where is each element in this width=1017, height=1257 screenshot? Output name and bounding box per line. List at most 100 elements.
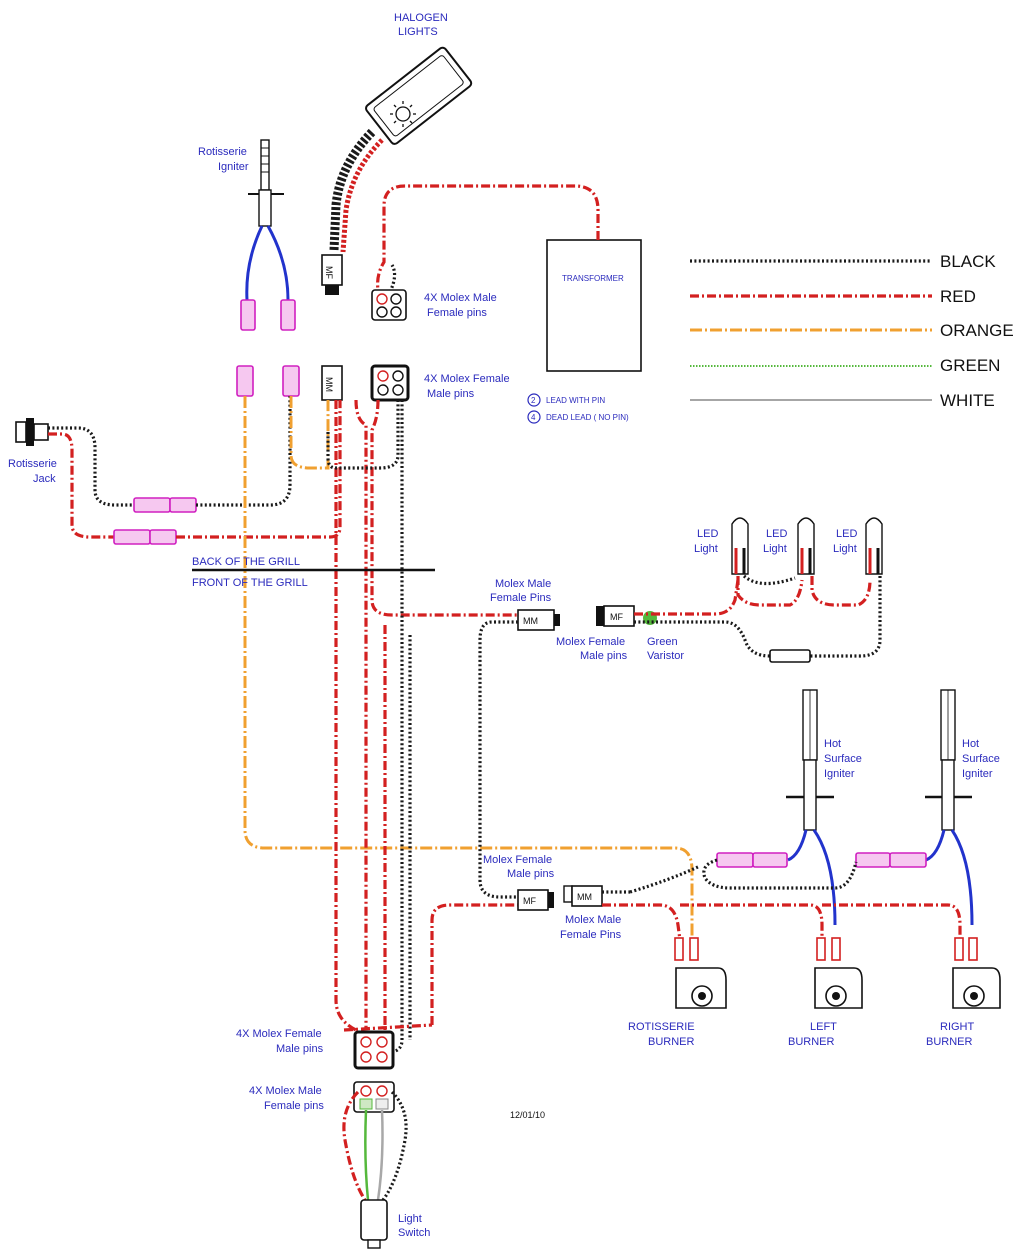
molex-bottom-female-male <box>353 1030 395 1070</box>
molex-low-mm <box>571 885 603 907</box>
wire-jack-red-up <box>176 400 342 539</box>
varistor-label-1: Green <box>647 636 678 648</box>
legend: BLACK RED ORANGE GREEN WHITE <box>690 252 1014 410</box>
led3-label-2: Light <box>833 543 857 555</box>
led2-label-1: LED <box>766 528 787 540</box>
legend-black: BLACK <box>940 252 996 271</box>
right-burner <box>952 937 1001 1009</box>
molex-low-mm-plug <box>563 885 573 903</box>
led2-bulb <box>797 517 815 575</box>
wire-varistor-red <box>634 579 740 616</box>
trunk-red-1 <box>334 400 366 1040</box>
molex-top-male-female <box>371 289 407 321</box>
rot-jack-label-1: Rotisserie <box>8 458 57 470</box>
molex-mid-mf-tag: MF <box>610 612 623 622</box>
molex-top-fm-label-1: 4X Molex Female <box>424 373 510 385</box>
halogen-bundle-black <box>329 128 376 251</box>
left-burner-label-1: LEFT <box>810 1021 837 1033</box>
rot-jack-label-2: Jack <box>33 473 56 485</box>
lead-with-pin-label: LEAD WITH PIN <box>546 396 605 405</box>
sun-icon <box>390 101 416 127</box>
molex-bottom-mf-label-1: 4X Molex Male <box>249 1085 322 1097</box>
halogen-label-1: HALOGEN <box>394 12 448 24</box>
trunk-black-1 <box>391 400 404 1054</box>
rotisserie-burner <box>674 937 727 1009</box>
led1-bulb <box>731 517 749 575</box>
molex-low-mf-label-2: Female Pins <box>560 929 622 941</box>
left-burner-label-2: BURNER <box>788 1036 835 1048</box>
halogen-mf-plug <box>325 285 339 295</box>
wire-red-burners-left <box>430 903 520 1025</box>
hsi2-blue-1 <box>925 829 946 862</box>
halogen-lights: MF <box>321 46 473 295</box>
legend-red: RED <box>940 287 976 306</box>
wire-red-rot-burner <box>602 903 682 941</box>
molex-mid-fm-label-1: Molex Female <box>556 636 625 648</box>
molex-bottom-mf-label-2: Female pins <box>264 1100 324 1112</box>
rot-igniter-connector-left <box>236 365 254 397</box>
led1-label-1: LED <box>697 528 718 540</box>
wire-led-red-1 <box>736 576 804 607</box>
date-stamp: 12/01/10 <box>510 1110 545 1120</box>
dead-lead-number: 4 <box>531 413 536 422</box>
dead-lead-label: DEAD LEAD ( NO PIN) <box>546 413 629 422</box>
molex-low-mm-tag: MM <box>577 892 592 902</box>
rot-igniter-label-1: Rotisserie <box>198 146 247 158</box>
halogen-lens <box>373 55 464 137</box>
molex-top-female-male <box>370 364 410 402</box>
wire-transformer-black <box>388 264 397 293</box>
hsi2-blue-2 <box>950 829 974 926</box>
varistor-label-2: Varistor <box>647 650 684 662</box>
wire-transformer-red <box>376 184 600 291</box>
legend-white: WHITE <box>940 391 995 410</box>
lead-notes: 2 LEAD WITH PIN 4 DEAD LEAD ( NO PIN) <box>527 393 629 424</box>
wire-led-black-1 <box>742 574 796 586</box>
hot-surface-igniter-right <box>925 689 972 831</box>
led2-label-2: Light <box>763 543 787 555</box>
wire-led-red-2 <box>810 576 872 607</box>
wire-switch-green <box>364 1109 370 1201</box>
halogen-label-2: LIGHTS <box>398 26 438 38</box>
led3-bulb <box>865 517 883 575</box>
lead-with-pin-number: 2 <box>531 396 536 405</box>
wire-red-burners-link <box>343 1023 433 1032</box>
rot-burner-label-1: ROTISSERIE <box>628 1021 695 1033</box>
halogen-mm-connector <box>321 365 343 401</box>
molex-top-mf-label-1: 4X Molex Male <box>424 292 497 304</box>
molex-top-mf-label-2: Female pins <box>427 307 487 319</box>
wire-hsi-black <box>702 858 858 890</box>
jack-pink-connectors <box>113 497 197 545</box>
hsi-pink-connectors <box>716 852 927 868</box>
molex-mid-mm-plug <box>554 614 560 626</box>
molex-bottom-male-female <box>353 1081 395 1113</box>
wire-orange-short <box>289 396 330 470</box>
legend-green: GREEN <box>940 356 1000 375</box>
hsi1-blue-1 <box>787 829 808 862</box>
hsi2-label-3: Igniter <box>962 768 993 780</box>
wire-red-left-burner <box>680 903 824 940</box>
front-of-grill-label: FRONT OF THE GRILL <box>192 577 308 589</box>
molex-low-fm-label-1: Molex Female <box>483 854 552 866</box>
wire-switch-white <box>376 1109 384 1201</box>
wire-led-black-2 <box>810 576 882 658</box>
molex-mid-fm-label-2: Male pins <box>580 650 628 662</box>
molex-mid-mf-plug <box>596 606 604 626</box>
transformer <box>546 239 642 372</box>
wire-orange-main <box>243 396 694 940</box>
wire-jack-black-up <box>196 396 292 507</box>
right-burner-label-1: RIGHT <box>940 1021 975 1033</box>
led1-label-2: Light <box>694 543 718 555</box>
rotisserie-jack <box>15 418 49 446</box>
molex-top-housing <box>371 289 407 321</box>
rotisserie-igniter <box>240 139 296 331</box>
halogen-mf-tag: MF <box>324 266 334 279</box>
light-switch-label-2: Switch <box>398 1227 430 1239</box>
back-of-grill-label: BACK OF THE GRILL <box>192 556 300 568</box>
rot-igniter-connector-right <box>282 365 300 397</box>
molex-top-fm-label-2: Male pins <box>427 388 475 400</box>
hot-surface-igniter-left <box>786 689 834 831</box>
halogen-housing <box>365 46 473 145</box>
molex-mid-mf-label-2: Female Pins <box>490 592 552 604</box>
hsi1-blue-2 <box>812 829 837 926</box>
